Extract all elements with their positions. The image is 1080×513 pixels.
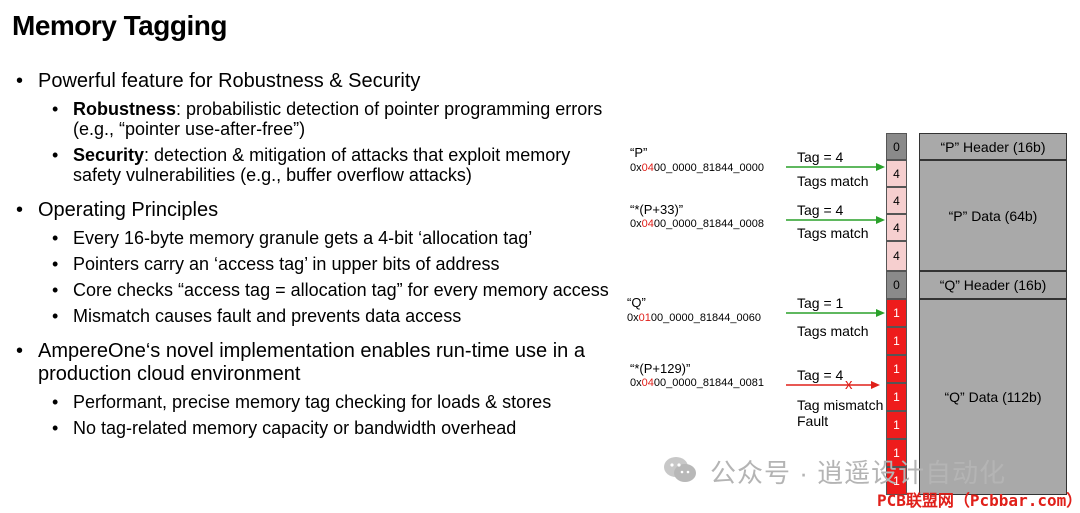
- pointer-q-addr-post: 00_0000_81844_0060: [650, 312, 761, 324]
- arrowhead-p33: [876, 216, 885, 224]
- page-title: Memory Tagging: [12, 10, 227, 41]
- bullet-robustness-security: Powerful feature for Robustness & Securi…: [14, 70, 614, 93]
- pointer-p33-result: Tags match: [797, 225, 869, 241]
- tag-cell: 1: [886, 355, 907, 383]
- bullet-granule-tag: Every 16-byte memory granule gets a 4-bi…: [14, 228, 614, 248]
- bullet-robustness-term: Robustness: [73, 99, 177, 119]
- pointer-q-tag: Tag = 1: [797, 295, 844, 311]
- pointer-p129-addr-post: 00_0000_81844_0081: [653, 377, 764, 389]
- pointer-p129-tag: Tag = 4: [797, 367, 844, 383]
- bullet-access-tag: Pointers carry an ‘access tag’ in upper …: [14, 254, 614, 274]
- pointer-p33-addr-pre: 0x: [630, 218, 642, 230]
- pointer-p33-address: 0x0400_0000_81844_0008: [630, 218, 764, 230]
- pointer-p-address: 0x0400_0000_81844_0000: [630, 162, 764, 174]
- pointer-p-addr-post: 00_0000_81844_0000: [653, 162, 764, 174]
- pointer-p-addr-tag: 04: [641, 162, 654, 174]
- tag-cell: 0: [886, 271, 907, 299]
- q-data-block: “Q” Data (112b): [919, 299, 1067, 495]
- pointer-p-tag: Tag = 4: [797, 149, 844, 165]
- bullet-security-term: Security: [73, 145, 145, 165]
- pointer-q-addr-tag: 01: [638, 312, 651, 324]
- wechat-icon: [664, 457, 696, 482]
- pointer-p33-addr-tag: 04: [641, 218, 654, 230]
- p-header-block: “P” Header (16b): [919, 133, 1067, 160]
- mismatch-x-icon: x: [845, 376, 853, 393]
- bullet-list: Powerful feature for Robustness & Securi…: [14, 70, 614, 438]
- bullet-security: Security: detection & mitigation of atta…: [14, 145, 614, 185]
- pointer-p129-address: 0x0400_0000_81844_0081: [630, 377, 764, 389]
- q-header-block: “Q” Header (16b): [919, 271, 1067, 299]
- pointer-p33-addr-post: 00_0000_81844_0008: [653, 218, 764, 230]
- footer-brand: PCB联盟网（Pcbbar.com）: [877, 491, 1080, 510]
- pointer-p129-addr-pre: 0x: [630, 377, 642, 389]
- tag-cell: 1: [886, 411, 907, 439]
- bullet-security-text: : detection & mitigation of attacks that…: [73, 145, 571, 185]
- tag-cell: 4: [886, 160, 907, 187]
- pointer-p-addr-pre: 0x: [630, 162, 642, 174]
- tag-cell: 1: [886, 467, 907, 495]
- bullet-core-checks: Core checks “access tag = allocation tag…: [14, 280, 614, 300]
- tag-cell: 1: [886, 299, 907, 327]
- tag-cell: 1: [886, 327, 907, 355]
- arrowhead-q: [876, 309, 885, 317]
- tag-cell: 0: [886, 133, 907, 160]
- pointer-p129-result: Tag mismatch: [797, 397, 884, 413]
- pointer-p-result: Tags match: [797, 173, 869, 189]
- pointer-p33-tag: Tag = 4: [797, 202, 844, 218]
- pointer-p33-name: “*(P+33)”: [630, 202, 684, 217]
- pointer-p129-addr-tag: 04: [641, 377, 654, 389]
- bullet-robustness-text: : probabilistic detection of pointer pro…: [73, 99, 603, 139]
- bullet-ampereone: AmpereOne‘s novel implementation enables…: [14, 340, 614, 386]
- pointer-p129-name: “*(P+129)”: [630, 361, 691, 376]
- pointer-q-address: 0x0100_0000_81844_0060: [627, 312, 761, 324]
- pointer-p129-fault: Fault: [797, 413, 829, 429]
- bullet-mismatch: Mismatch causes fault and prevents data …: [14, 306, 614, 326]
- watermark-text: 公众号 · 逍遥设计自动化: [710, 458, 1007, 488]
- arrowhead-p: [876, 163, 885, 171]
- pointer-q-result: Tags match: [797, 323, 869, 339]
- tag-cell: 1: [886, 383, 907, 411]
- p-data-block: “P” Data (64b): [919, 160, 1067, 271]
- bullet-no-overhead: No tag-related memory capacity or bandwi…: [14, 418, 614, 438]
- arrowhead-p129: [871, 381, 880, 389]
- bullet-robustness: Robustness: probabilistic detection of p…: [14, 99, 614, 139]
- tag-cell: 4: [886, 187, 907, 214]
- bullet-performant: Performant, precise memory tag checking …: [14, 392, 614, 412]
- pointer-q-addr-pre: 0x: [627, 312, 639, 324]
- tag-cell: 4: [886, 214, 907, 241]
- pointer-q-name: “Q”: [627, 295, 646, 310]
- tag-cell: 1: [886, 439, 907, 467]
- bullet-operating-principles: Operating Principles: [14, 199, 614, 222]
- pointer-p-name: “P”: [630, 145, 648, 160]
- tag-cell: 4: [886, 241, 907, 271]
